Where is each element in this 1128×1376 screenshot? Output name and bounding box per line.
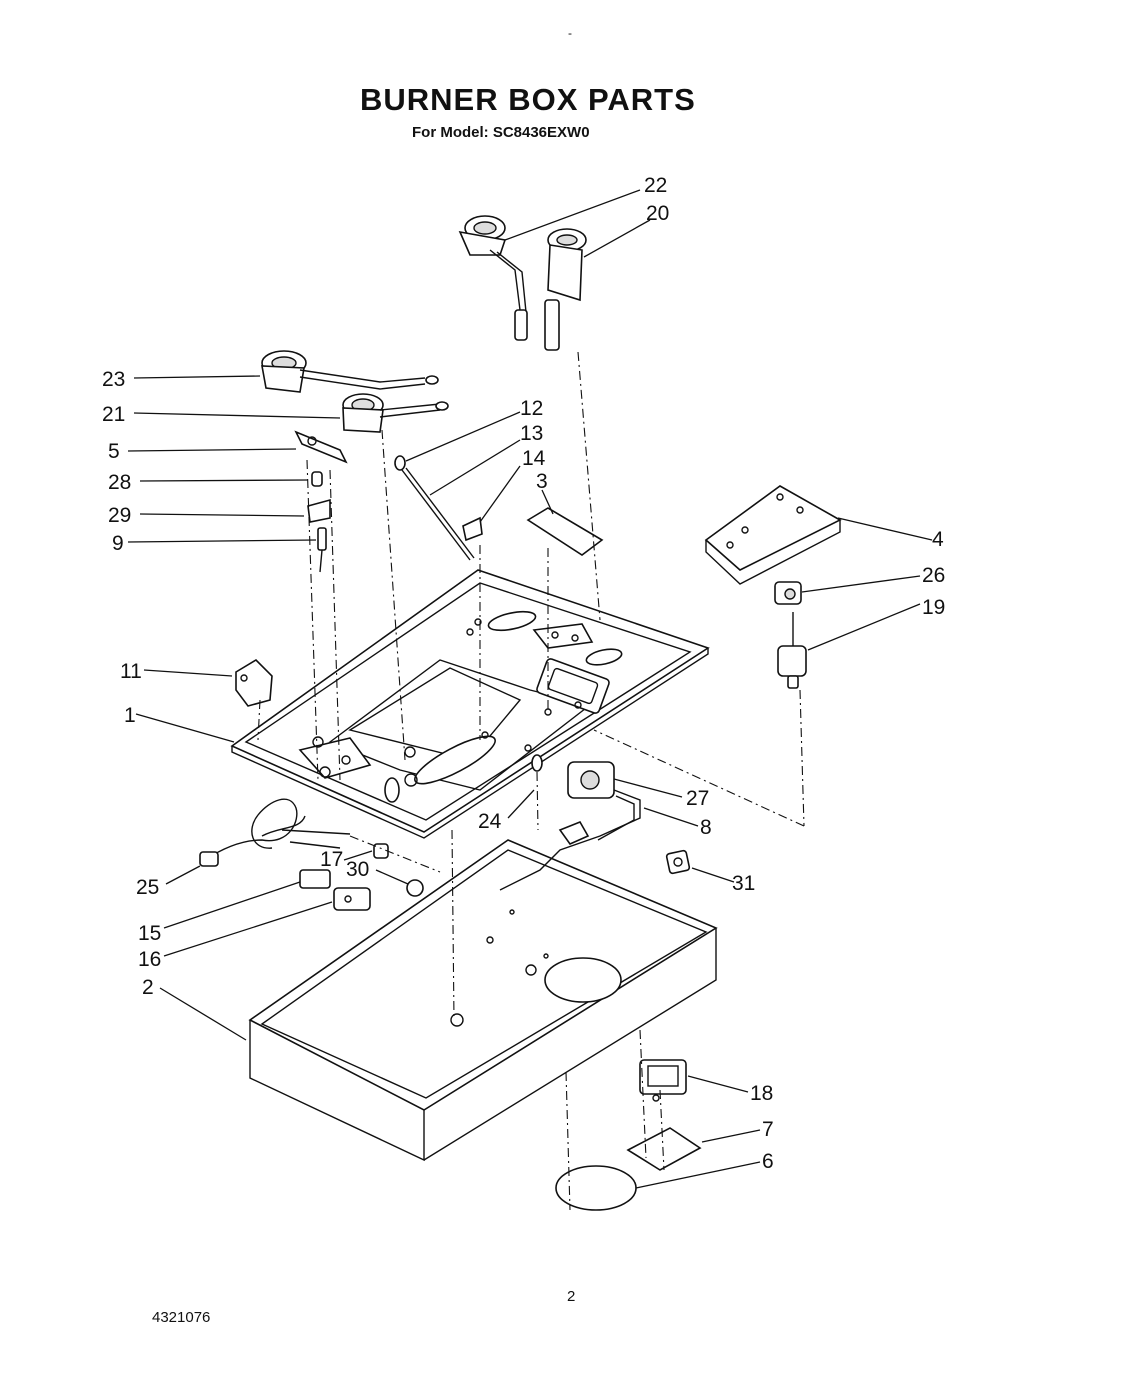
- burner-box: [248, 839, 718, 1162]
- part-27: [567, 761, 615, 799]
- model-subtitle: For Model: SC8436EXW0: [412, 124, 590, 141]
- callout-21: 21: [102, 403, 125, 426]
- callout-24: 24: [478, 810, 502, 833]
- callout-25: 25: [136, 876, 159, 899]
- part-19: [777, 612, 807, 689]
- callout-3: 3: [536, 470, 548, 493]
- callout-5: 5: [108, 440, 120, 463]
- burner-20: [544, 228, 587, 351]
- burner-22: [458, 215, 528, 341]
- part-16: [333, 887, 371, 911]
- part-31: [665, 849, 691, 875]
- callout-6: 6: [762, 1150, 774, 1173]
- callout-15: 15: [138, 922, 161, 945]
- callout-1: 1: [124, 704, 136, 727]
- part-11: [235, 658, 273, 707]
- callout-26: 26: [922, 564, 945, 587]
- part-29: [307, 498, 331, 523]
- part-4: [704, 485, 842, 585]
- callout-4: 4: [932, 528, 944, 551]
- part-12-13-14: [394, 455, 483, 561]
- callout-2: 2: [142, 976, 154, 999]
- part-5: [294, 430, 348, 464]
- callout-29: 29: [108, 504, 131, 527]
- assembly-lines: [257, 351, 805, 1211]
- part-6: [555, 1165, 637, 1211]
- part-28: [311, 471, 323, 487]
- part-26: [774, 581, 802, 605]
- callout-7: 7: [762, 1118, 774, 1141]
- part-9: [317, 527, 327, 573]
- part-30: [406, 879, 424, 897]
- part-24: [531, 754, 543, 772]
- callout-31: 31: [732, 872, 755, 895]
- part-18: [639, 1059, 687, 1102]
- callout-22: 22: [644, 174, 667, 197]
- callout-28: 28: [108, 471, 131, 494]
- callout-13: 13: [520, 422, 543, 445]
- callout-17: 17: [320, 848, 343, 871]
- part-25-cord: [199, 798, 351, 867]
- part-7: [626, 1127, 702, 1171]
- callout-labels: 22 20 23 21 12 13 14 5 28 3 29 9 4 26 19…: [102, 174, 945, 1173]
- part-15: [299, 869, 331, 889]
- part-8: [499, 789, 641, 891]
- callout-9: 9: [112, 532, 124, 555]
- callout-19: 19: [922, 596, 945, 619]
- callout-30: 30: [346, 858, 369, 881]
- callout-16: 16: [138, 948, 161, 971]
- part-3: [526, 507, 604, 556]
- burner-21: [342, 393, 449, 433]
- page-number: 2: [567, 1288, 576, 1305]
- callout-20: 20: [646, 202, 669, 225]
- callout-27: 27: [686, 787, 709, 810]
- document-number: 4321076: [152, 1309, 211, 1326]
- callout-8: 8: [700, 816, 712, 839]
- top-mark: -: [568, 26, 572, 40]
- callout-14: 14: [522, 447, 546, 470]
- callout-leaders: [127, 189, 933, 1189]
- callout-12: 12: [520, 397, 543, 420]
- callout-18: 18: [750, 1082, 773, 1105]
- callout-23: 23: [102, 368, 125, 391]
- callout-11: 11: [120, 660, 142, 683]
- burner-23: [261, 350, 439, 393]
- page-title: BURNER BOX PARTS: [360, 82, 696, 117]
- burner-pan: [230, 569, 710, 839]
